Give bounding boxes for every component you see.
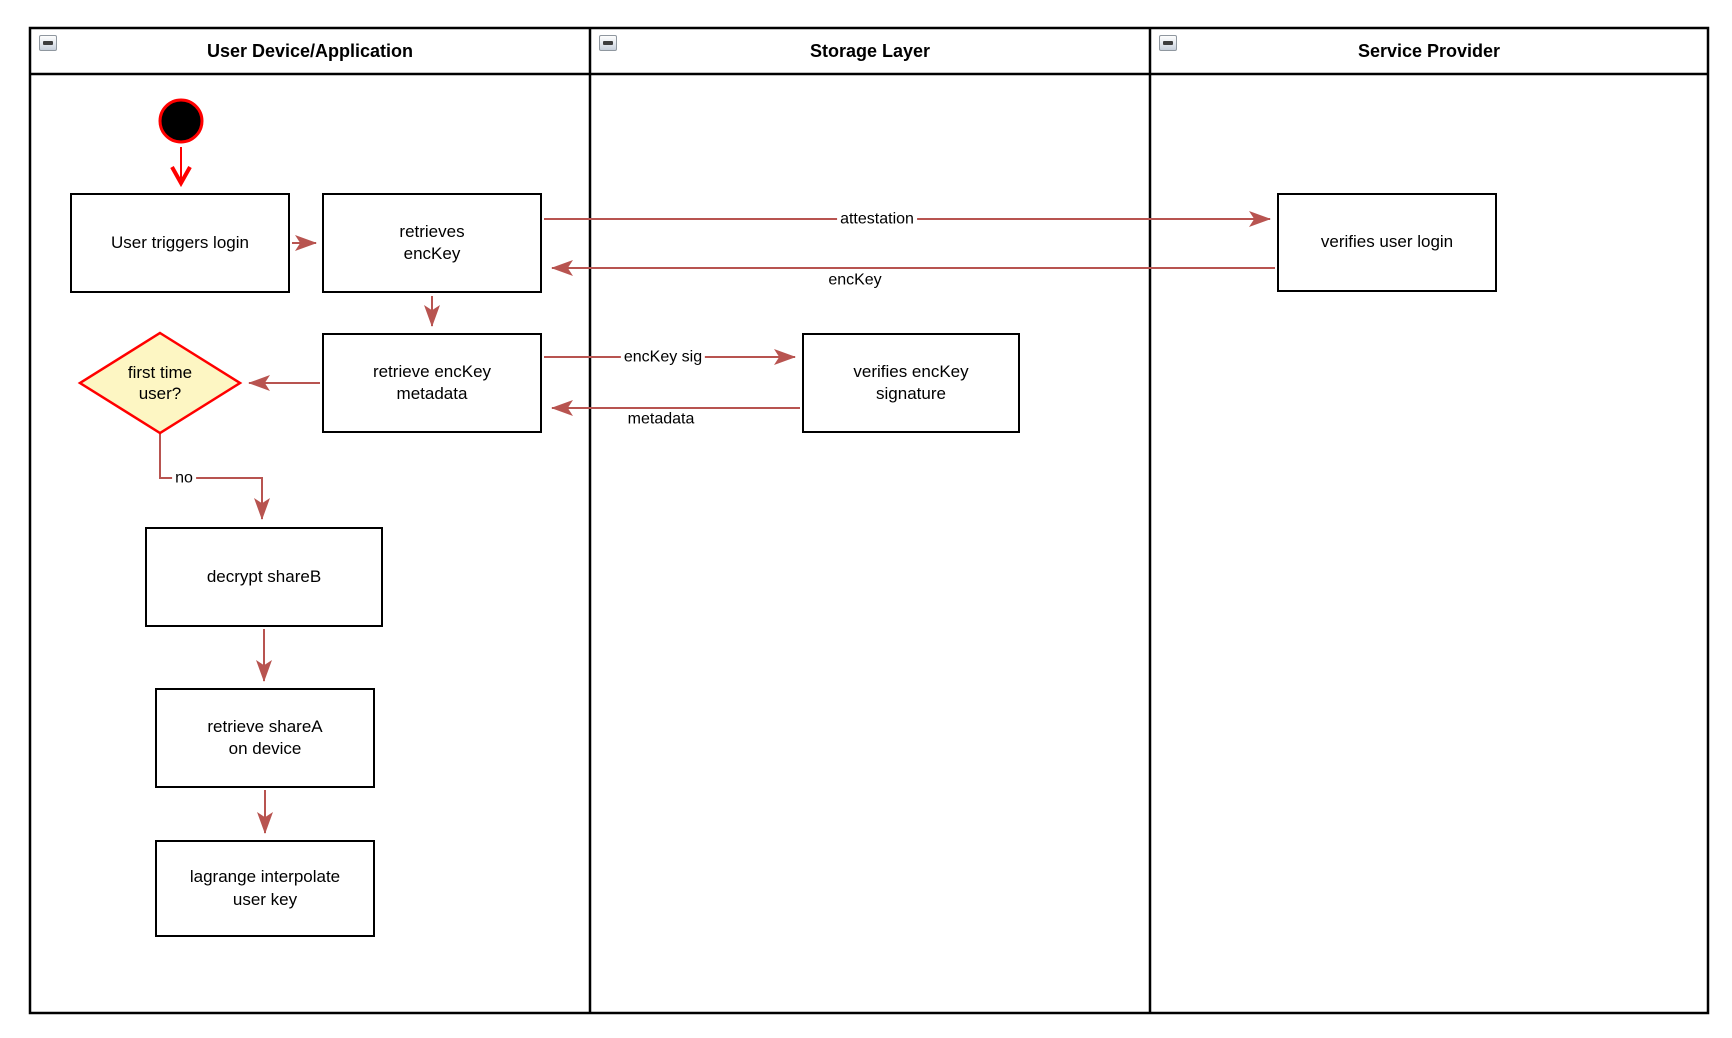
node-lagrange-interpolate[interactable]: lagrange interpolate user key	[155, 840, 375, 937]
edge-label-enckey-sig: encKey sig	[620, 347, 706, 367]
edge-label-metadata: metadata	[624, 409, 698, 429]
minus-icon	[1163, 41, 1173, 45]
collapse-icon[interactable]	[599, 35, 617, 51]
lane-title: User Device/Application	[206, 40, 414, 61]
edge-label-no: no	[172, 468, 196, 488]
swimlane-frame	[28, 26, 1710, 1015]
start-node[interactable]	[158, 98, 204, 144]
lane-header-user-device[interactable]: User Device/Application	[30, 28, 590, 74]
node-retrieves-enckey[interactable]: retrieves encKey	[322, 193, 542, 293]
decision-label: first time user?	[127, 362, 193, 403]
collapse-icon[interactable]	[39, 35, 57, 51]
collapse-icon[interactable]	[1159, 35, 1177, 51]
lane-title: Service Provider	[1357, 40, 1501, 61]
lane-header-service-provider[interactable]: Service Provider	[1150, 28, 1708, 74]
minus-icon	[603, 41, 613, 45]
lane-title: Storage Layer	[809, 40, 931, 61]
node-retrieve-sharea[interactable]: retrieve shareA on device	[155, 688, 375, 788]
node-decrypt-shareb[interactable]: decrypt shareB	[145, 527, 383, 627]
node-user-triggers-login[interactable]: User triggers login	[70, 193, 290, 293]
lane-header-storage-layer[interactable]: Storage Layer	[590, 28, 1150, 74]
edge-decision-no	[159, 433, 270, 520]
decision-diamond[interactable]	[77, 331, 243, 435]
edge-label-attestation: attestation	[837, 209, 917, 229]
node-retrieve-enckey-metadata[interactable]: retrieve encKey metadata	[322, 333, 542, 433]
node-verifies-user-login[interactable]: verifies user login	[1277, 193, 1497, 292]
minus-icon	[43, 41, 53, 45]
edge-label-enckey: encKey	[825, 270, 885, 290]
node-verifies-enckey-signature[interactable]: verifies encKey signature	[802, 333, 1020, 433]
